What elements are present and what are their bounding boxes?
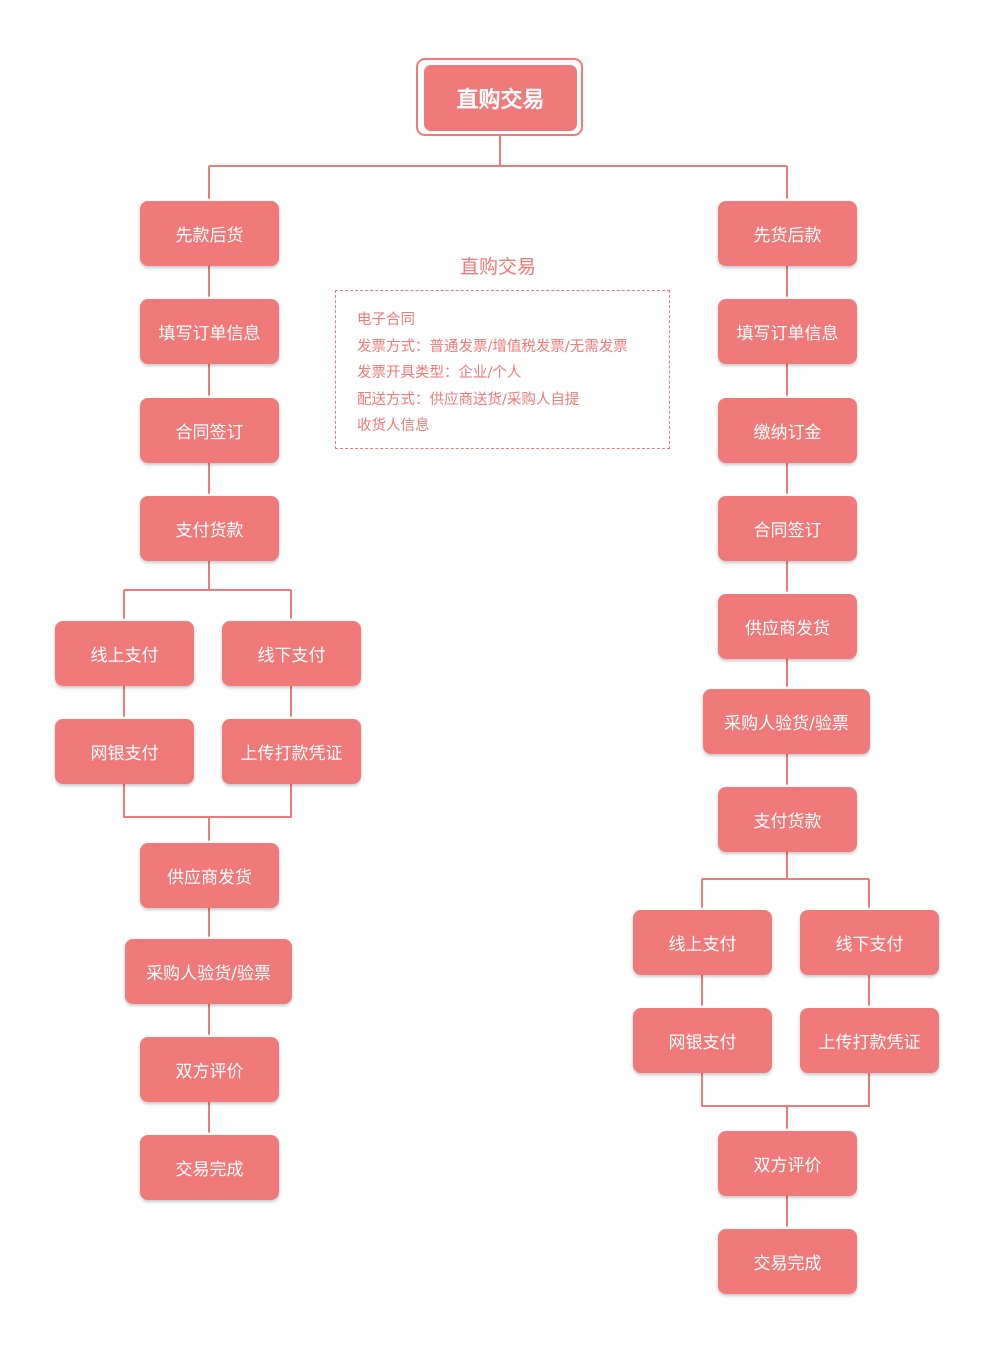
left-offline-payment: 线下支付 [222, 621, 361, 686]
left-branch-merge [123, 784, 292, 818]
right-step-complete: 交易完成 [718, 1229, 857, 1294]
root-node-direct-purchase: 直购交易 [424, 65, 577, 131]
right-branch-merge [701, 1073, 870, 1107]
right-bank-payment: 网银支付 [633, 1008, 772, 1073]
left-online-payment: 线上支付 [55, 621, 194, 686]
left-step-pay: 支付货款 [140, 496, 279, 561]
info-line-consignee: 收货人信息 [357, 418, 430, 434]
right-step-sign-contract: 合同签订 [718, 496, 857, 561]
left-bank-payment: 网银支付 [55, 719, 194, 784]
right-step-supplier-ship: 供应商发货 [718, 594, 857, 659]
left-step-review: 双方评价 [140, 1037, 279, 1102]
right-step-deposit: 缴纳订金 [718, 398, 857, 463]
info-line-e-contract: 电子合同 [357, 312, 415, 328]
info-box: 电子合同 发票方式：普通发票/增值税发票/无需发票 发票开具类型：企业/个人 配… [335, 290, 670, 449]
right-upload-receipt: 上传打款凭证 [800, 1008, 939, 1073]
right-step-fill-order: 填写订单信息 [718, 299, 857, 364]
right-step-pay: 支付货款 [718, 787, 857, 852]
right-step-review: 双方评价 [718, 1131, 857, 1196]
left-step-fill-order: 填写订单信息 [140, 299, 279, 364]
right-offline-payment: 线下支付 [800, 910, 939, 975]
left-upload-receipt: 上传打款凭证 [222, 719, 361, 784]
info-line-invoice-method: 发票方式：普通发票/增值税发票/无需发票 [357, 338, 628, 355]
info-line-invoice-type: 发票开具类型：企业/个人 [357, 365, 522, 381]
info-title: 直购交易 [459, 256, 536, 278]
left-step-inspect: 采购人验货/验票 [125, 939, 292, 1004]
right-step-goods-first: 先货后款 [718, 201, 857, 266]
left-step-pay-first: 先款后货 [140, 201, 279, 266]
right-online-payment: 线上支付 [633, 910, 772, 975]
right-step-inspect: 采购人验货/验票 [703, 689, 870, 754]
left-step-supplier-ship: 供应商发货 [140, 843, 279, 908]
left-step-complete: 交易完成 [140, 1135, 279, 1200]
left-step-sign-contract: 合同签订 [140, 398, 279, 463]
info-line-delivery-method: 配送方式：供应商送货/采购人自提 [357, 391, 580, 408]
